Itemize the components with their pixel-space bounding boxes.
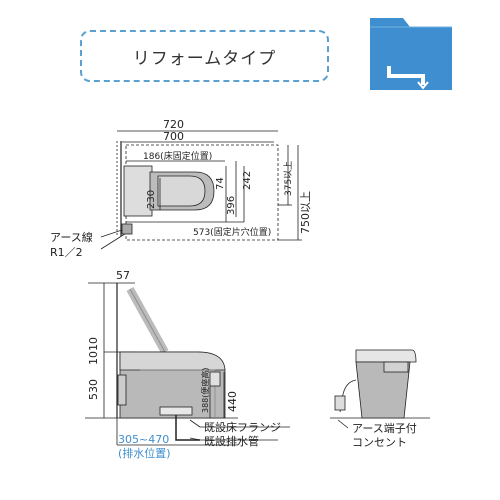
dim-74: 74 xyxy=(215,177,226,190)
front-view xyxy=(330,349,430,429)
dim-750-min: 750以上 xyxy=(299,191,312,234)
drain-range-note: (排水位置) xyxy=(118,446,171,460)
dim-375-min: 375以上 xyxy=(283,161,294,196)
page-title: リフォームタイプ xyxy=(132,48,277,69)
drain-outlet-icon xyxy=(370,18,452,90)
side-view xyxy=(85,282,290,446)
dim-57: 57 xyxy=(116,269,130,282)
label-outlet-2: コンセント xyxy=(352,436,407,449)
side-labels: 57 1010 530 388(便座高) 440 305~470 (排水位置) … xyxy=(87,269,281,460)
dim-720: 720 xyxy=(163,118,184,131)
dim-530: 530 xyxy=(87,379,100,400)
dim-230: 230 xyxy=(146,190,157,209)
dim-440: 440 xyxy=(226,391,239,412)
label-r12: R1／2 xyxy=(50,246,83,259)
dim-700: 700 xyxy=(163,130,184,143)
label-outlet-1: アース端子付 xyxy=(352,422,417,435)
label-earth-wire: アース線 xyxy=(50,230,93,244)
dim-186: 186(床固定位置) xyxy=(143,150,212,162)
label-flange: 既設床フランジ xyxy=(204,420,281,434)
title-badge: リフォームタイプ xyxy=(80,30,329,82)
dim-388-seat: 388(便座高) xyxy=(200,367,210,413)
plan-labels: 720 700 186(床固定位置) 230 74 242 396 573(固定… xyxy=(50,118,312,259)
label-drain-pipe: 既設排水管 xyxy=(204,434,259,448)
drain-range: 305~470 xyxy=(118,433,169,446)
front-labels: アース端子付 コンセント xyxy=(352,422,417,449)
dim-1010: 1010 xyxy=(87,337,100,365)
dim-396: 396 xyxy=(226,196,237,215)
dim-242: 242 xyxy=(242,171,253,190)
plan-view xyxy=(100,130,302,250)
dim-573: 573(固定片穴位置) xyxy=(193,226,271,238)
